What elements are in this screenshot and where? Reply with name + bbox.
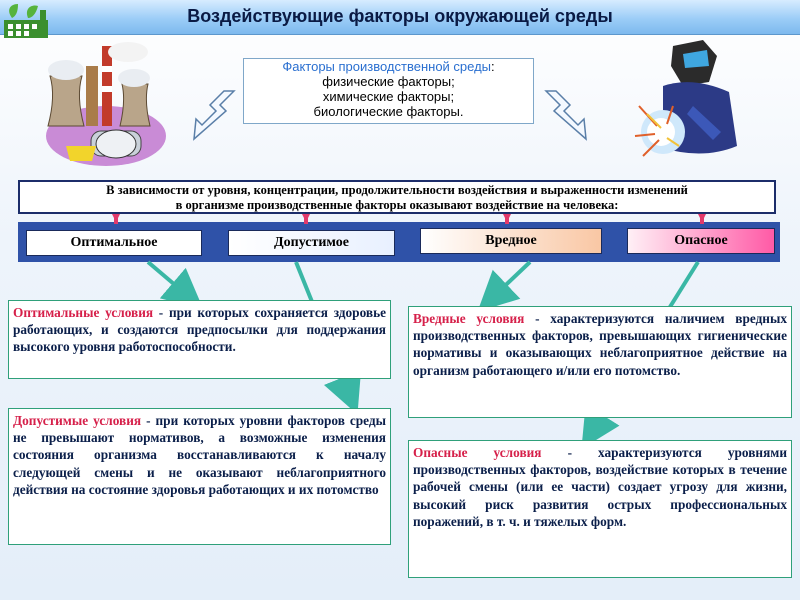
levels-band: Оптимальное Допустимое Вредное Опасное bbox=[18, 222, 780, 262]
factors-heading-colon: : bbox=[491, 59, 495, 74]
dependency-line-2: в организме производственные факторы ока… bbox=[175, 198, 619, 212]
description-optimal: Оптимальные условия - при которых сохран… bbox=[8, 300, 391, 379]
arrow-down-right-icon bbox=[544, 90, 587, 141]
pin-optimal-icon bbox=[112, 214, 120, 222]
factor-physical: физические факторы; bbox=[322, 74, 455, 89]
level-optimal: Оптимальное bbox=[26, 230, 202, 256]
level-acceptable: Допустимое bbox=[228, 230, 395, 256]
term-optimal: Оптимальные условия bbox=[13, 305, 154, 320]
term-harmful: Вредные условия bbox=[413, 311, 525, 326]
factor-chemical: химические факторы; bbox=[322, 89, 455, 104]
title-bar bbox=[0, 0, 800, 35]
text-optimal: - при которых сохраняется здоровье работ… bbox=[13, 305, 386, 355]
pin-harmful-icon bbox=[503, 214, 511, 222]
description-harmful: Вредные условия - характеризуются наличи… bbox=[408, 306, 792, 418]
description-acceptable: Допустимые условия - при которых уровни … bbox=[8, 408, 391, 545]
factors-box: Факторы производственной среды: физическ… bbox=[243, 58, 534, 124]
pin-dangerous-icon bbox=[698, 214, 706, 222]
pin-acceptable-icon bbox=[302, 214, 310, 222]
factory-leaf-logo-icon bbox=[4, 4, 48, 38]
level-harmful: Вредное bbox=[420, 228, 602, 254]
arrow-down-left-icon bbox=[193, 90, 236, 141]
connector-optimal bbox=[146, 260, 204, 309]
text-harmful: - характеризуются наличием вредных произ… bbox=[413, 311, 787, 378]
text-acceptable: - при которых уровни факторов среды не п… bbox=[13, 413, 386, 497]
page-title: Воздействующие факторы окружающей среды bbox=[187, 6, 613, 26]
dependency-line-1: В зависимости от уровня, концентрации, п… bbox=[106, 183, 688, 197]
welder-icon bbox=[634, 40, 737, 157]
factors-heading: Факторы производственной среды bbox=[282, 59, 492, 74]
power-plant-icon bbox=[46, 42, 166, 166]
dependency-statement: В зависимости от уровня, концентрации, п… bbox=[18, 180, 776, 214]
text-dangerous: - характеризуются уровнями производствен… bbox=[413, 445, 788, 529]
factor-biological: биологические факторы. bbox=[313, 104, 464, 119]
connector-harmful bbox=[477, 260, 532, 312]
term-dangerous: Опасные условия bbox=[413, 445, 542, 460]
term-acceptable: Допустимые условия bbox=[13, 413, 142, 428]
level-dangerous: Опасное bbox=[627, 228, 775, 254]
description-dangerous: Опасные условия - характеризуются уровня… bbox=[408, 440, 792, 578]
